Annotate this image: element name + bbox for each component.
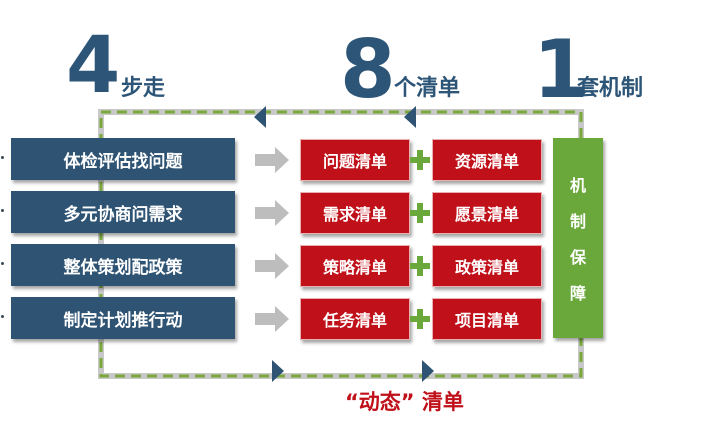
arrow-right-icon xyxy=(255,253,289,279)
mechanism-char-1: 机 xyxy=(569,176,586,195)
loop-arrow-top-left xyxy=(254,106,266,128)
bullet-dot xyxy=(1,315,4,318)
plus-icon xyxy=(417,150,423,170)
step-box-4: 制定计划推行动 xyxy=(11,297,235,339)
list-box-right-4: 项目清单 xyxy=(432,298,542,340)
loop-arrow-bottom-right xyxy=(422,360,434,382)
list-box-right-3: 政策清单 xyxy=(432,245,542,287)
bullet-dot xyxy=(1,209,4,212)
plus-icon xyxy=(417,309,423,329)
plus-icon xyxy=(417,256,423,276)
loop-arrow-bottom-left xyxy=(272,360,284,382)
loop-arrow-top-right xyxy=(404,106,416,128)
plus-icon xyxy=(417,203,423,223)
eight-number: 8 xyxy=(340,23,396,116)
step-box-1: 体检评估找问题 xyxy=(11,138,235,180)
arrow-right-icon xyxy=(255,306,289,332)
one-number: 1 xyxy=(533,23,589,116)
arrow-right-icon xyxy=(255,200,289,226)
list-box-right-1: 资源清单 xyxy=(432,139,542,181)
list-box-right-2: 愿景清单 xyxy=(432,192,542,234)
list-box-left-2: 需求清单 xyxy=(300,192,410,234)
mechanism-char-3: 保 xyxy=(569,248,586,267)
four-text: 步走 xyxy=(121,76,166,101)
arrow-right-icon xyxy=(255,147,289,173)
four-number: 4 xyxy=(66,21,121,111)
bullet-dot xyxy=(1,262,4,265)
eight-text: 个清单 xyxy=(394,76,461,101)
mechanism-char-2: 制 xyxy=(569,212,586,231)
step-box-2: 多元协商问需求 xyxy=(11,191,235,233)
list-box-left-3: 策略清单 xyxy=(300,245,410,287)
mechanism-bar: 机 制 保 障 xyxy=(553,138,603,338)
list-box-left-1: 问题清单 xyxy=(300,139,410,181)
bullet-dot xyxy=(1,156,4,159)
mechanism-char-4: 障 xyxy=(569,284,586,303)
dynamic-list-label: “动态” 清单 xyxy=(345,390,464,414)
one-text: 套机制 xyxy=(577,76,644,101)
list-box-left-4: 任务清单 xyxy=(300,298,410,340)
step-box-3: 整体策划配政策 xyxy=(11,244,235,286)
